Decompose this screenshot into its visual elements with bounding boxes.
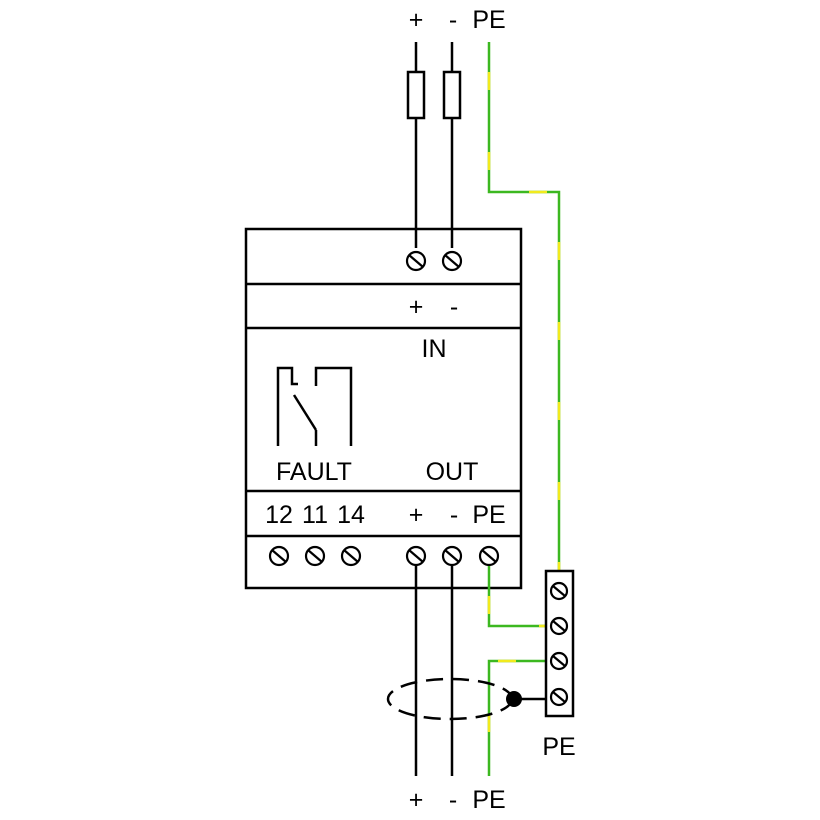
- pe-busbar: [544, 569, 575, 718]
- fault-terminal-12: [268, 545, 290, 567]
- out-title: OUT: [426, 458, 479, 486]
- top-plus-label: +: [409, 6, 424, 34]
- in-title: IN: [422, 335, 447, 363]
- fault-terminal-11-label: 11: [302, 501, 328, 529]
- cable-shield: [386, 677, 514, 721]
- pe-busbar-terminal-2: [549, 616, 569, 636]
- fault-terminal-11: [304, 545, 326, 567]
- top-minus-label: -: [449, 6, 457, 34]
- out-minus-label: -: [450, 501, 458, 529]
- fault-relay-contact-icon: [276, 366, 353, 446]
- fault-terminal-14: [340, 545, 362, 567]
- pe-busbar-terminal-4: [549, 687, 569, 707]
- load-pe-wire: [487, 659, 546, 776]
- fuse-plus: [406, 70, 426, 120]
- output-pe-wire: [487, 566, 546, 628]
- bottom-pe-label: PE: [472, 786, 505, 814]
- bottom-minus-label: -: [449, 786, 457, 814]
- supply-pe-wire: [487, 42, 561, 572]
- pe-busbar-label: PE: [542, 733, 575, 761]
- pe-busbar-terminal-1: [549, 581, 569, 601]
- output-terminal-minus: [441, 545, 463, 567]
- pe-busbar-terminal-3: [549, 651, 569, 671]
- input-terminal-plus: [405, 250, 427, 272]
- in-minus-label: -: [450, 293, 458, 321]
- load-pe-wire-stripe: [487, 659, 546, 776]
- out-plus-label: +: [409, 501, 424, 529]
- output-pe-wire-stripe: [487, 566, 546, 628]
- shield-ground-dot: [506, 691, 522, 707]
- top-pe-label: PE: [472, 6, 505, 34]
- fuse-minus: [442, 70, 462, 120]
- supply-pe-wire-stripe: [487, 42, 561, 572]
- out-pe-label: PE: [472, 501, 505, 529]
- fault-terminal-12-label: 12: [265, 501, 293, 529]
- fault-title: FAULT: [276, 458, 352, 486]
- module-housing: [244, 227, 523, 590]
- fault-terminal-14-label: 14: [337, 501, 365, 529]
- output-terminal-plus: [405, 545, 427, 567]
- output-terminal-pe: [478, 545, 500, 567]
- input-terminal-minus: [441, 250, 463, 272]
- in-plus-label: +: [409, 293, 424, 321]
- bottom-plus-label: +: [409, 786, 424, 814]
